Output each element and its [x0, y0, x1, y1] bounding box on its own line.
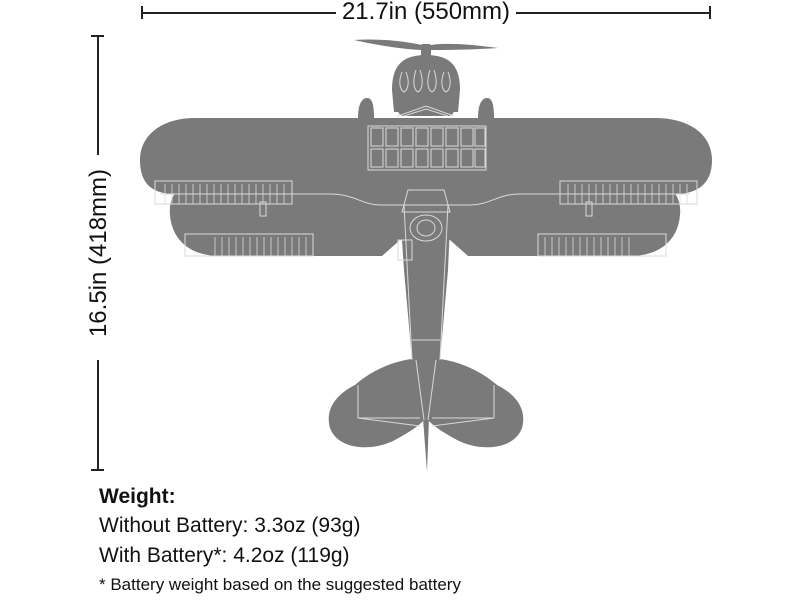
battery-footnote: * Battery weight based on the suggested …: [99, 575, 461, 594]
length-label: 16.5in (418mm): [85, 168, 112, 338]
weight-with-battery: With Battery*: 4.2oz (119g): [99, 544, 350, 567]
wingspan-dimension: 21.7in (550mm): [141, 0, 711, 26]
dimension-tick: [709, 6, 711, 19]
dimension-tick: [91, 469, 104, 471]
dimension-line: [97, 35, 99, 155]
weight-without-battery: Without Battery: 3.3oz (93g): [99, 514, 361, 537]
biplane-illustration: [140, 39, 712, 472]
weight-specs: Weight: Without Battery: 3.3oz (93g) Wit…: [99, 483, 461, 597]
weight-title: Weight:: [99, 485, 176, 508]
dimension-line: [97, 360, 99, 471]
wingspan-label: 21.7in (550mm): [335, 0, 517, 25]
length-dimension: 16.5in (418mm): [85, 35, 112, 471]
